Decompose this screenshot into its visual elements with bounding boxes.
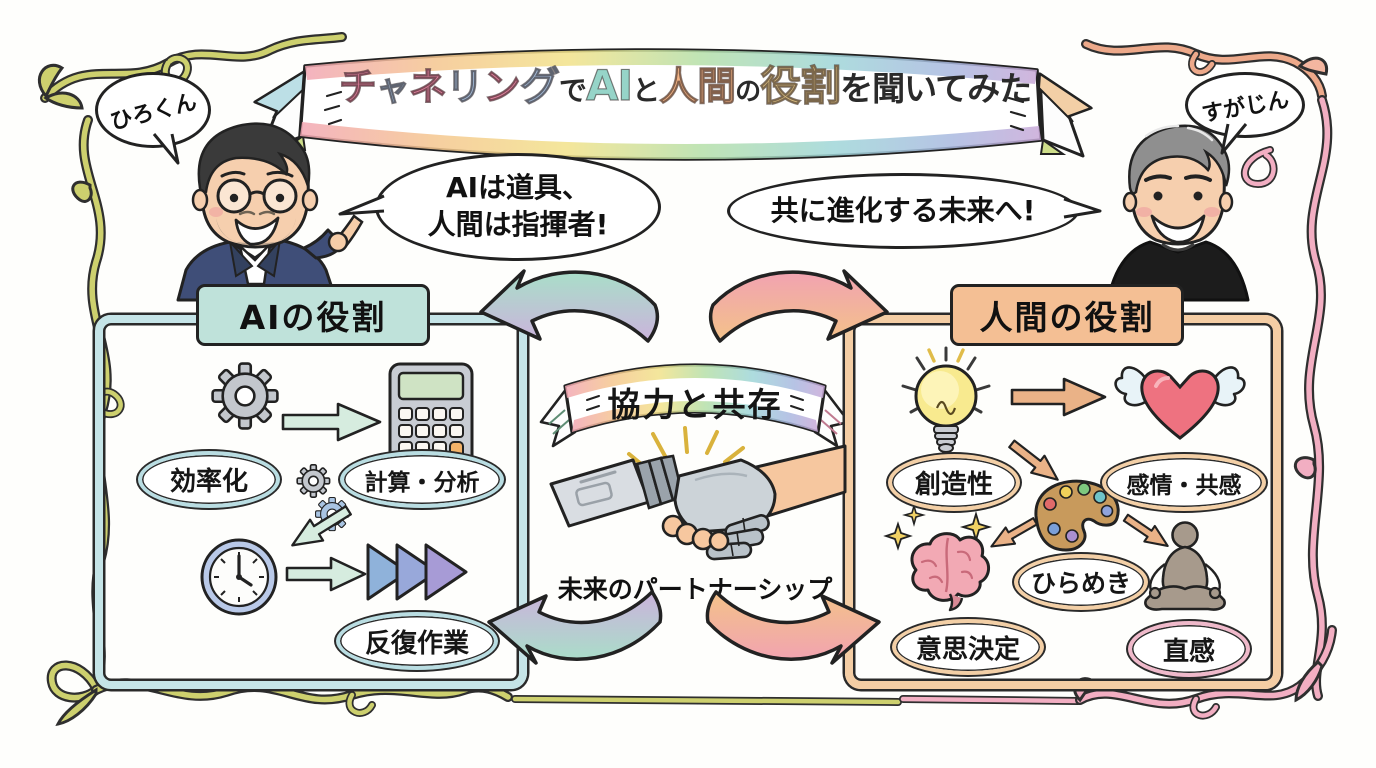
title-segment: ン <box>482 64 521 109</box>
title-segment: ャ <box>375 68 410 109</box>
person-left-illustration <box>176 122 364 302</box>
brain-icon <box>883 503 993 612</box>
clock-icon <box>200 538 278 616</box>
arrow-right-icon <box>1010 377 1107 417</box>
ai-role-header: AIの役割 <box>196 284 430 346</box>
title-segment: を聞いてみた <box>840 69 1032 108</box>
title-segment: 役割 <box>760 61 842 110</box>
palette-icon <box>1034 479 1120 552</box>
title-segment: グ <box>519 63 560 110</box>
curved-arrow-bottom-left-icon <box>487 590 663 665</box>
speech-right-text: 共に進化する未来へ! <box>770 193 1036 227</box>
name-bubble-left: ひろくん <box>95 72 211 148</box>
lightbulb-icon <box>901 346 991 453</box>
arrow-right-icon <box>281 402 382 442</box>
title-segment: で <box>558 74 587 107</box>
label-repetitive-work: 反復作業 <box>336 612 498 670</box>
repetitive-work-text: 反復作業 <box>364 628 469 659</box>
curved-arrow-bottom-right-icon <box>705 590 881 665</box>
title-banner-icon <box>252 48 1094 161</box>
inspiration-text: ひらめき <box>1030 569 1131 598</box>
label-emotion-empathy: 感情・共感 <box>1102 454 1266 511</box>
calc-analysis-text: 計算・分析 <box>364 469 480 496</box>
label-calc-analysis: 計算・分析 <box>340 451 504 508</box>
flourish-bottom-left-icon <box>46 660 902 726</box>
label-decision-making: 意思決定 <box>892 619 1044 675</box>
arrow-down-left-icon <box>291 505 352 547</box>
title-segment: 人間 <box>658 64 736 110</box>
cooperation-banner-icon <box>539 363 851 448</box>
arrow-down-right-icon <box>1122 513 1169 547</box>
flourish-top-right-icon <box>1081 39 1329 101</box>
cooperation-banner-label: 協力と共存 <box>575 378 815 426</box>
speech-bubble-right-tail <box>1063 197 1102 219</box>
speech-left-text: AIは道具、 人間は指揮者! <box>427 171 609 241</box>
label-intuition: 直感 <box>1128 621 1250 677</box>
title-segment: リ <box>445 64 484 109</box>
label-efficiency: 効率化 <box>138 451 280 508</box>
human-role-header-label: 人間の役割 <box>979 298 1155 337</box>
robot-human-handshake-icon <box>549 426 847 561</box>
curved-arrow-top-left-icon <box>479 269 660 343</box>
arrow-down-right-icon <box>1008 439 1059 481</box>
title-segment: チ <box>338 64 377 109</box>
name-bubble-left-tail <box>152 133 180 165</box>
speech-bubble-left: AIは道具、 人間は指揮者! <box>375 153 661 261</box>
cooperation-text: 協力と共存 <box>607 385 783 424</box>
speech-bubble-right: 共に進化する未来へ! <box>727 173 1079 249</box>
winged-heart-icon <box>1114 366 1246 440</box>
title-segment: AI <box>585 60 633 110</box>
curved-arrow-top-right-icon <box>708 269 889 343</box>
partnership-text: 未来のパートナーシップ <box>557 575 833 604</box>
intuition-text: 直感 <box>1162 636 1215 667</box>
partnership-caption: 未来のパートナーシップ <box>545 570 845 606</box>
decision-making-text: 意思決定 <box>915 634 1020 665</box>
label-creativity: 創造性 <box>888 454 1020 511</box>
title-segment: の <box>735 77 761 107</box>
label-inspiration: ひらめき <box>1014 554 1148 610</box>
name-bubble-right-tail <box>1220 123 1248 155</box>
arrow-right-icon <box>285 556 367 592</box>
emotion-empathy-text: 感情・共感 <box>1126 472 1242 499</box>
creativity-text: 創造性 <box>914 470 993 500</box>
flourish-right-edge-icon <box>1240 95 1333 701</box>
meditation-icon <box>1144 521 1226 611</box>
ai-role-header-label: AIの役割 <box>239 298 387 337</box>
human-role-header: 人間の役割 <box>950 284 1184 346</box>
name-left-label: ひろくん <box>107 89 200 136</box>
speech-bubble-left-tail <box>338 194 385 216</box>
arrow-down-left-icon <box>990 517 1038 548</box>
title-segment: ネ <box>408 64 447 109</box>
efficiency-text: 効率化 <box>169 467 248 497</box>
fast-forward-icon <box>366 543 468 601</box>
title-segment: と <box>632 74 660 107</box>
